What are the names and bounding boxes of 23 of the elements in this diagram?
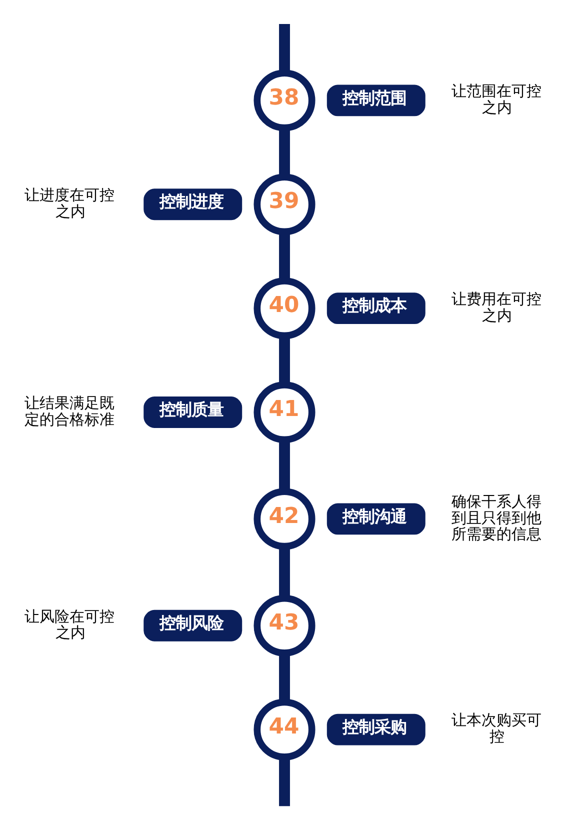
node-label: 让费用在可控之内 xyxy=(451,289,542,324)
node-box: 控制进度 xyxy=(144,188,242,220)
connector xyxy=(279,24,290,72)
node-label: 让进度在可控之内 xyxy=(24,186,115,220)
node-circle: 43 xyxy=(254,594,316,656)
node-circle: 40 xyxy=(254,277,316,339)
node-label: 让结果满足既定的合格标准 xyxy=(24,393,115,428)
node-label: 确保干系人得到且只得到他所需要的信息 xyxy=(451,492,542,543)
node-box: 控制范围 xyxy=(326,84,426,116)
node-circle: 38 xyxy=(254,69,316,131)
node-circle: 44 xyxy=(254,698,316,760)
node-box: 控制质量 xyxy=(144,396,242,428)
node-label: 让风险在可控之内 xyxy=(24,606,115,642)
node-label: 让范围在可控之内 xyxy=(451,82,542,116)
node-box: 控制风险 xyxy=(144,609,242,641)
node-circle: 41 xyxy=(254,381,316,443)
node-box: 控制采购 xyxy=(326,713,426,745)
connector xyxy=(279,546,290,598)
node-circle: 39 xyxy=(254,173,316,235)
node-box: 控制成本 xyxy=(326,292,426,324)
node-circle: 42 xyxy=(254,488,316,550)
node-label: 让本次购买可控 xyxy=(451,710,542,746)
node-box: 控制沟通 xyxy=(326,502,426,534)
